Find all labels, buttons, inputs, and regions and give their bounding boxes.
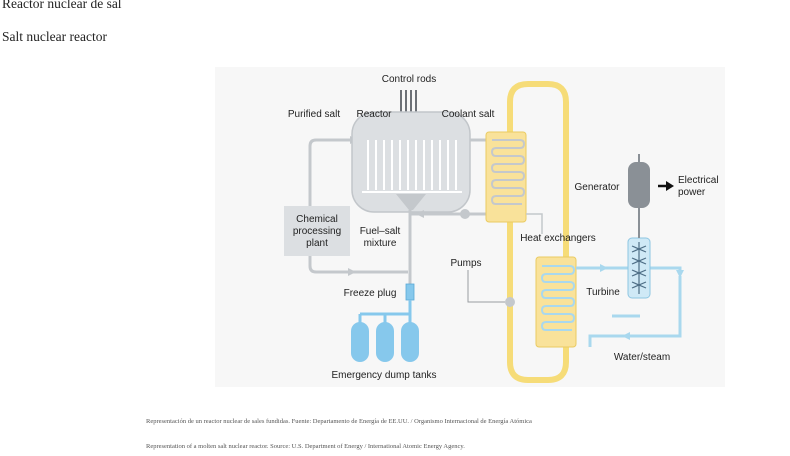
label-generator: Generator [574, 182, 620, 193]
secondary-exchanger-coil [540, 265, 576, 331]
fuel-return-arrow [416, 210, 424, 218]
pumps-leader [467, 270, 505, 303]
molten-salt-reactor-diagram: Control rods Purified salt Reactor Coola… [215, 67, 725, 387]
label-pumps: Pumps [450, 258, 481, 269]
steam-arrow-right [600, 264, 608, 272]
turbine-blades [631, 242, 647, 294]
reactor-outlet-funnel [396, 194, 426, 210]
generator [628, 162, 650, 208]
label-electrical-power-1: Electrical [678, 175, 719, 186]
label-water-steam: Water/steam [614, 352, 670, 363]
heading-english: Salt nuclear reactor [2, 29, 107, 44]
secondary-heat-exchanger [535, 256, 577, 348]
label-fuel-salt-1: Fuel–salt [360, 226, 401, 237]
dump-manifold [358, 300, 412, 324]
freeze-plug [405, 283, 415, 301]
exchanger-link [526, 213, 543, 234]
fuel-pump [460, 209, 470, 219]
control-rods [400, 90, 417, 112]
label-fuel-salt-2: mixture [364, 238, 397, 249]
label-control-rods: Control rods [382, 74, 436, 85]
label-chemical-3: plant [306, 238, 328, 249]
label-freeze-plug: Freeze plug [344, 288, 397, 299]
steam-arrow-down [676, 270, 684, 278]
heading-spanish: Reactor nuclear de sal [2, 0, 122, 11]
label-reactor: Reactor [356, 109, 392, 120]
dump-tank-2 [376, 322, 394, 362]
label-heat-exchangers: Heat exchangers [520, 233, 596, 244]
label-electrical-power-2: power [678, 187, 706, 198]
power-arrow-head [666, 181, 674, 191]
label-chemical-2: processing [293, 226, 341, 237]
caption-spanish: Representación de un reactor nuclear de … [146, 417, 532, 425]
reactor-core-channels [362, 140, 462, 193]
label-coolant-salt: Coolant salt [442, 109, 495, 120]
label-chemical-1: Chemical [296, 214, 338, 225]
primary-heat-exchanger [485, 131, 527, 223]
coolant-salt-loop [507, 81, 569, 383]
caption-english: Representation of a molten salt nuclear … [146, 442, 465, 450]
coolant-pump [505, 297, 515, 307]
water-arrow-left [622, 332, 630, 340]
label-purified-salt: Purified salt [288, 109, 340, 120]
return-salt-arrow [348, 268, 356, 276]
label-turbine: Turbine [586, 287, 620, 298]
dump-tank-1 [351, 322, 369, 362]
dump-tank-3 [401, 322, 419, 362]
chemical-processing-plant [284, 206, 350, 256]
label-emergency-dump-tanks: Emergency dump tanks [331, 370, 436, 381]
primary-exchanger-coil [490, 139, 526, 205]
